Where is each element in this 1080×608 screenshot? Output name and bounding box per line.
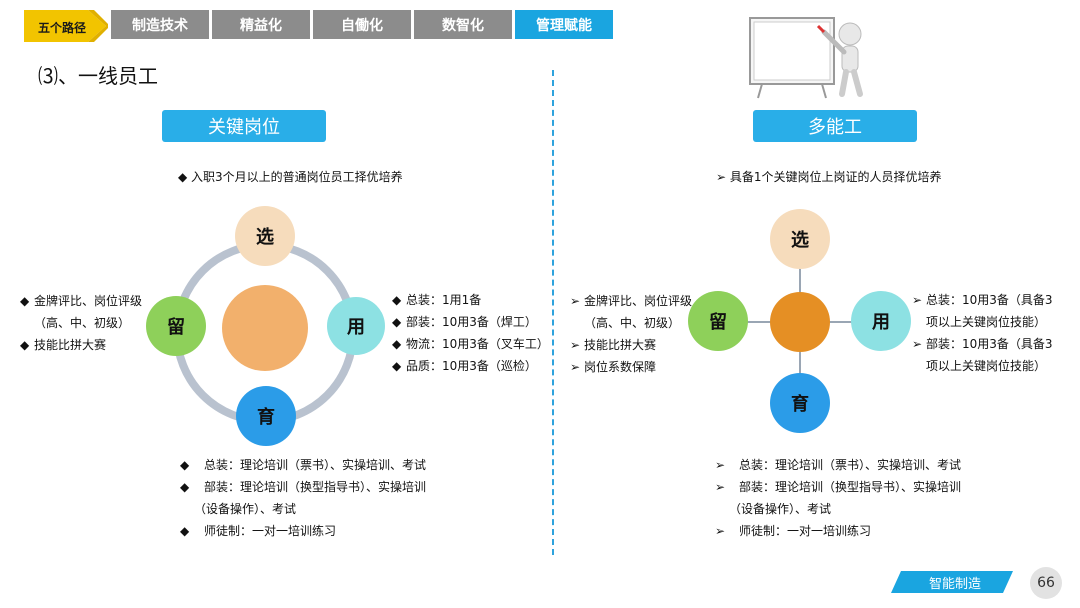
whiteboard-figure-illustration bbox=[748, 12, 878, 100]
nav-home-tab[interactable]: 五个路径 bbox=[24, 10, 108, 42]
list-item: ◆金牌评比、岗位评级 bbox=[20, 294, 143, 308]
list-item: ◆品质：10用3备（巡检） bbox=[392, 359, 537, 373]
tab-digital-intelligence[interactable]: 数智化 bbox=[414, 10, 512, 39]
list-item: ➢师徒制：一对一培训练习 bbox=[715, 524, 872, 538]
right-intro: ➢ 具备1个关键岗位上岗证的人员择优培养 bbox=[716, 170, 942, 184]
right-train-list: ➢总装：理论培训（票书）、实操培训、考试 ➢部装：理论培训（换型指导书）、实操培… bbox=[715, 454, 961, 542]
list-item: 项以上关键岗位技能） bbox=[926, 359, 1047, 373]
right-header-pill: 多能工 bbox=[753, 110, 917, 142]
right-center-circle bbox=[770, 292, 830, 352]
nav-tabs: 制造技术 精益化 自働化 数智化 管理赋能 bbox=[111, 10, 613, 39]
list-item: ➢技能比拼大赛 bbox=[570, 338, 657, 352]
nav-home-label: 五个路径 bbox=[37, 21, 86, 35]
home-tab-shape bbox=[24, 10, 108, 42]
right-node-use: 用 bbox=[851, 291, 911, 351]
footer-tag-shape bbox=[891, 571, 1013, 593]
list-item: ➢金牌评比、岗位评级 bbox=[570, 294, 693, 308]
list-item: ➢总装：理论培训（票书）、实操培训、考试 bbox=[715, 458, 962, 472]
center-divider bbox=[552, 70, 554, 555]
footer-label: 智能制造 bbox=[928, 577, 981, 592]
right-node-retain: 留 bbox=[688, 291, 748, 351]
tab-management-enablement[interactable]: 管理赋能 bbox=[515, 10, 613, 39]
list-item: ◆部装：理论培训（换型指导书）、实操培训 bbox=[180, 480, 427, 494]
list-item: （高、中、初级） bbox=[584, 316, 681, 330]
left-center-circle bbox=[222, 285, 308, 371]
left-node-retain: 留 bbox=[146, 296, 206, 356]
tab-lean[interactable]: 精益化 bbox=[212, 10, 310, 39]
left-train-list: ◆总装：理论培训（票书）、实操培训、考试 ◆部装：理论培训（换型指导书）、实操培… bbox=[180, 454, 426, 542]
section-title: ⑶、一线员工 bbox=[38, 64, 158, 88]
right-use-list: ➢总装：10用3备（具备3 项以上关键岗位技能） ➢部装：10用3备（具备3 项… bbox=[912, 289, 1053, 377]
list-item: ➢部装：10用3备（具备3 bbox=[912, 337, 1053, 351]
left-header-pill: 关键岗位 bbox=[162, 110, 326, 142]
right-node-train: 育 bbox=[770, 373, 830, 433]
page-number: 66 bbox=[1030, 567, 1062, 599]
list-item: ◆师徒制：一对一培训练习 bbox=[180, 524, 337, 538]
left-node-use: 用 bbox=[327, 297, 385, 355]
list-item: ◆部装：10用3备（焊工） bbox=[392, 315, 537, 329]
list-item: 项以上关键岗位技能） bbox=[926, 315, 1047, 329]
left-use-list: ◆总装：1用1备 ◆部装：10用3备（焊工） ◆物流：10用3备（叉车工） ◆品… bbox=[392, 289, 549, 377]
tab-automation[interactable]: 自働化 bbox=[313, 10, 411, 39]
right-node-select: 选 bbox=[770, 209, 830, 269]
list-item: （高、中、初级） bbox=[34, 316, 131, 330]
left-retain-list: ◆金牌评比、岗位评级 （高、中、初级） ◆技能比拼大赛 bbox=[20, 290, 142, 356]
list-item: ➢部装：理论培训（换型指导书）、实操培训 bbox=[715, 480, 962, 494]
list-item: ◆总装：1用1备 bbox=[392, 293, 482, 307]
list-item: （设备操作）、考试 bbox=[194, 502, 297, 516]
list-item: ➢总装：10用3备（具备3 bbox=[912, 293, 1053, 307]
tab-manufacturing-tech[interactable]: 制造技术 bbox=[111, 10, 209, 39]
list-item: ◆总装：理论培训（票书）、实操培训、考试 bbox=[180, 458, 427, 472]
list-item: ➢岗位系数保障 bbox=[570, 360, 657, 374]
right-retain-list: ➢金牌评比、岗位评级 （高、中、初级） ➢技能比拼大赛 ➢岗位系数保障 bbox=[570, 290, 692, 378]
left-node-train: 育 bbox=[236, 386, 296, 446]
left-node-select: 选 bbox=[235, 206, 295, 266]
list-item: （设备操作）、考试 bbox=[729, 502, 832, 516]
list-item: ◆技能比拼大赛 bbox=[20, 338, 107, 352]
left-intro: ◆ 入职3个月以上的普通岗位员工择优培养 bbox=[178, 170, 403, 184]
list-item: ◆物流：10用3备（叉车工） bbox=[392, 337, 549, 351]
